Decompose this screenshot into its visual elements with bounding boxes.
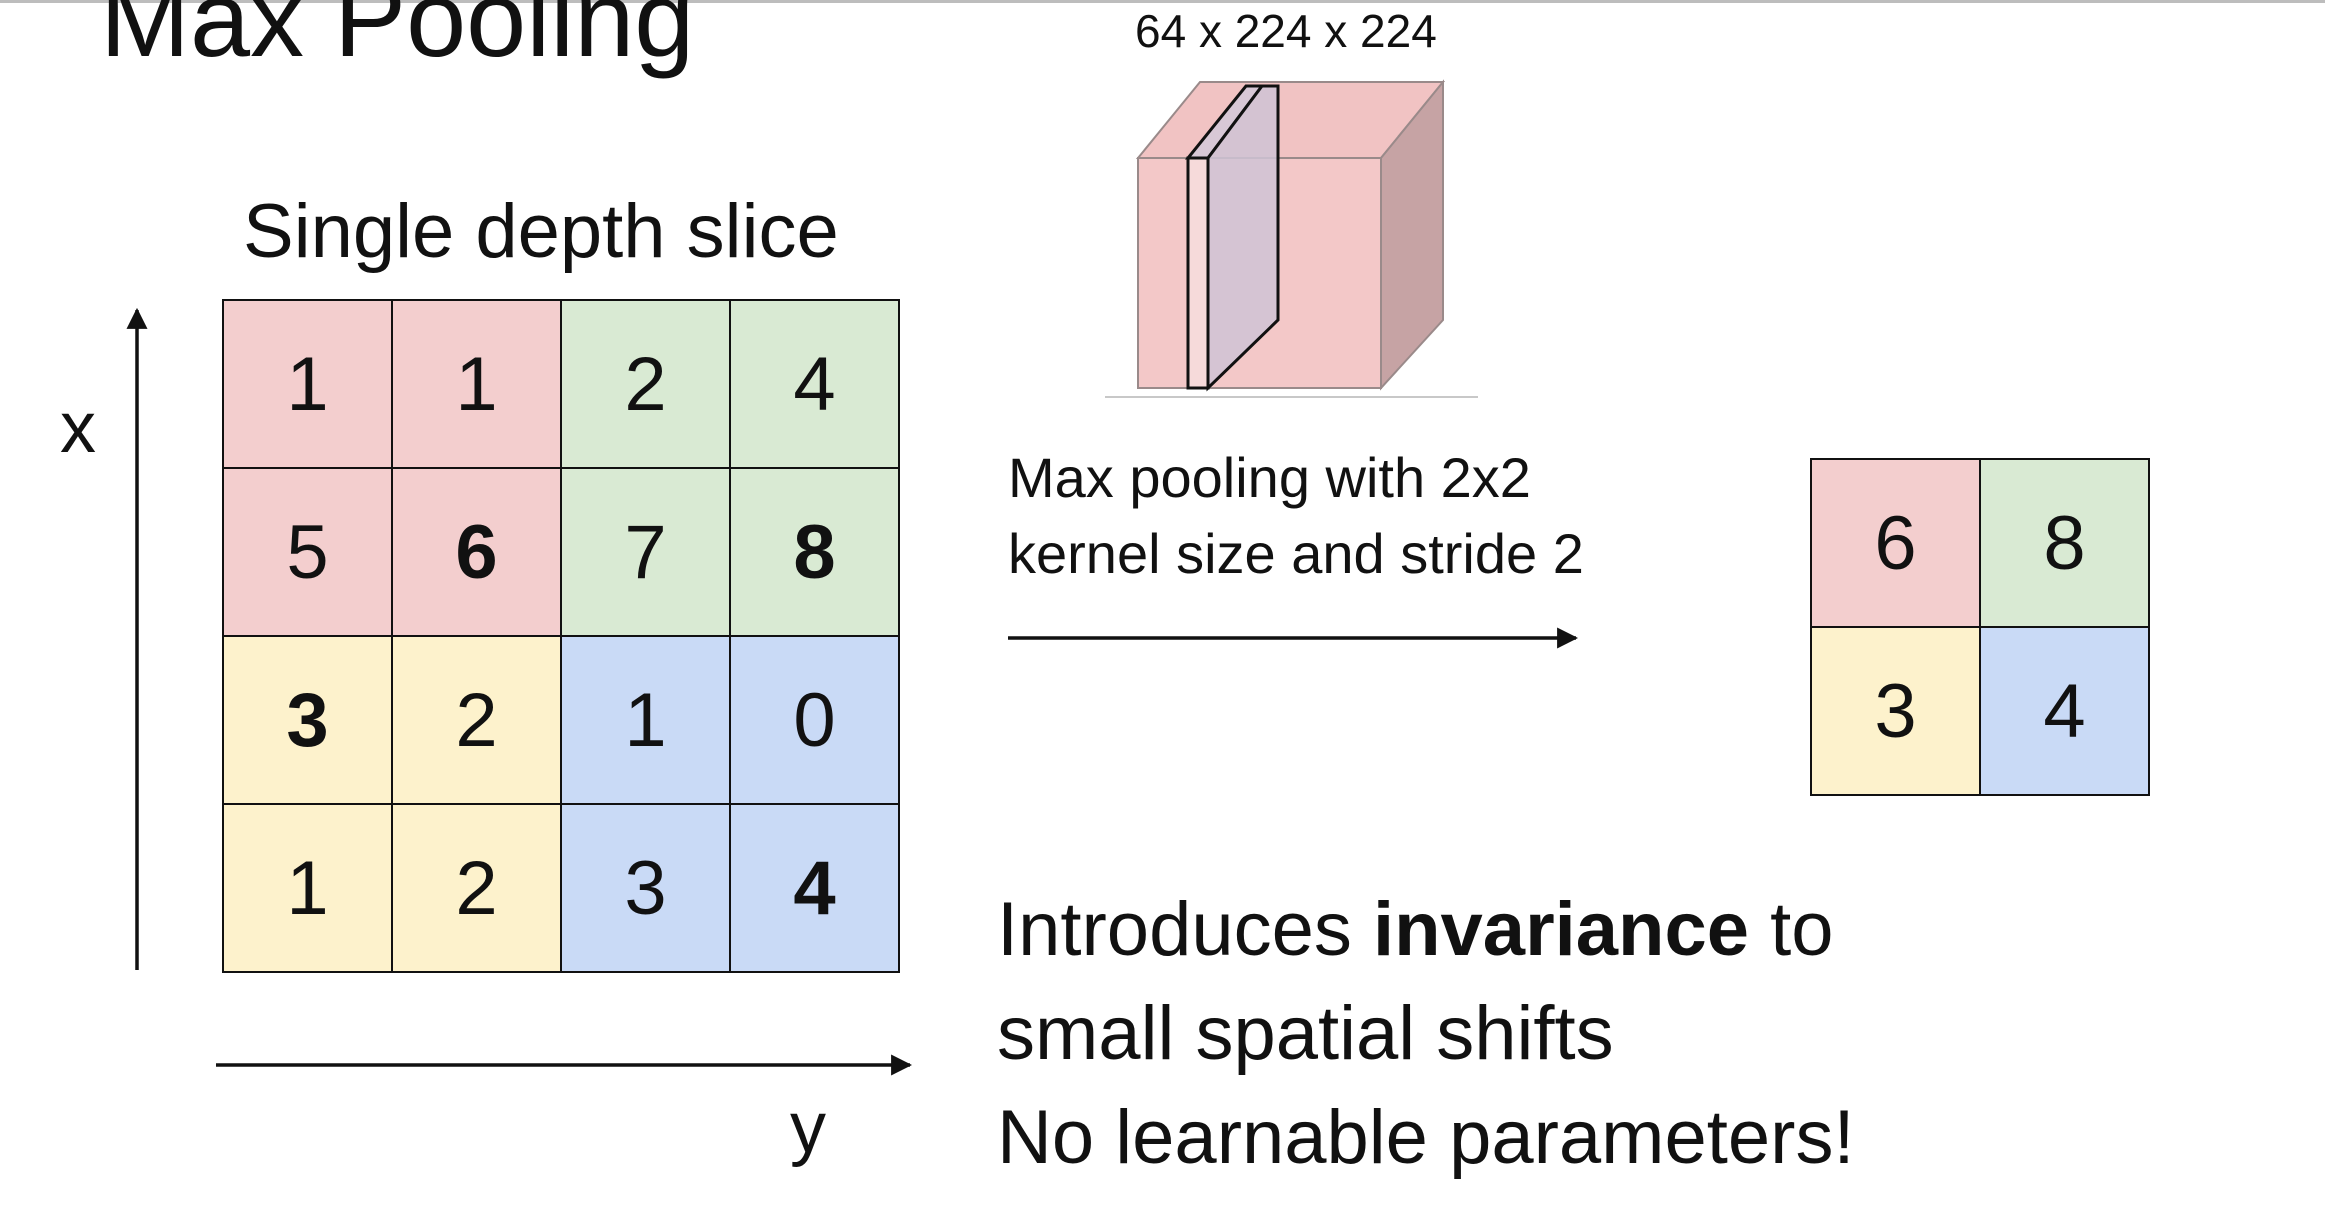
input-grid-cell: 3 [222,635,393,805]
input-grid-cell: 0 [729,635,900,805]
depth-slice-side [1206,84,1280,392]
note-line-2: small spatial shifts [997,991,1614,1076]
top-border [0,0,2325,3]
input-grid-cell: 2 [391,803,562,973]
operation-line-2: kernel size and stride 2 [1008,522,1584,585]
depth-slice [1186,156,1210,390]
input-grid-cell: 4 [729,803,900,973]
note-line-3: No learnable parameters! [997,1095,1855,1180]
input-grid-cell: 1 [391,299,562,469]
note-line-1-start: Introduces [997,887,1373,972]
input-grid-cell: 6 [391,467,562,637]
input-grid-cell: 4 [729,299,900,469]
operation-description: Max pooling with 2x2 kernel size and str… [1008,440,1584,592]
invariance-note: Introduces invariance to small spatial s… [997,878,1855,1190]
input-grid-cell: 7 [560,467,731,637]
output-grid-cell: 3 [1810,626,1981,796]
x-axis-label: x [60,388,96,468]
input-grid-cell: 1 [560,635,731,805]
input-grid-cell: 1 [222,299,393,469]
note-keyword: invariance [1373,887,1749,972]
volume-dimensions: 64 x 224 x 224 [1135,5,1437,57]
input-grid-cell: 2 [391,635,562,805]
input-grid-cell: 2 [560,299,731,469]
note-line-1-end: to [1749,887,1834,972]
output-grid-cell: 6 [1810,458,1981,628]
input-grid-cell: 5 [222,467,393,637]
operation-line-1: Max pooling with 2x2 [1008,446,1531,509]
input-grid-cell: 1 [222,803,393,973]
note-line-1: Introduces invariance to [997,878,1855,982]
y-axis-label: y [790,1088,826,1168]
page-title: Max Pooling [100,0,695,79]
input-grid-cell: 3 [560,803,731,973]
output-grid-cell: 4 [1979,626,2150,796]
output-grid-cell: 8 [1979,458,2150,628]
slice-label: Single depth slice [243,189,839,274]
input-grid-cell: 8 [729,467,900,637]
